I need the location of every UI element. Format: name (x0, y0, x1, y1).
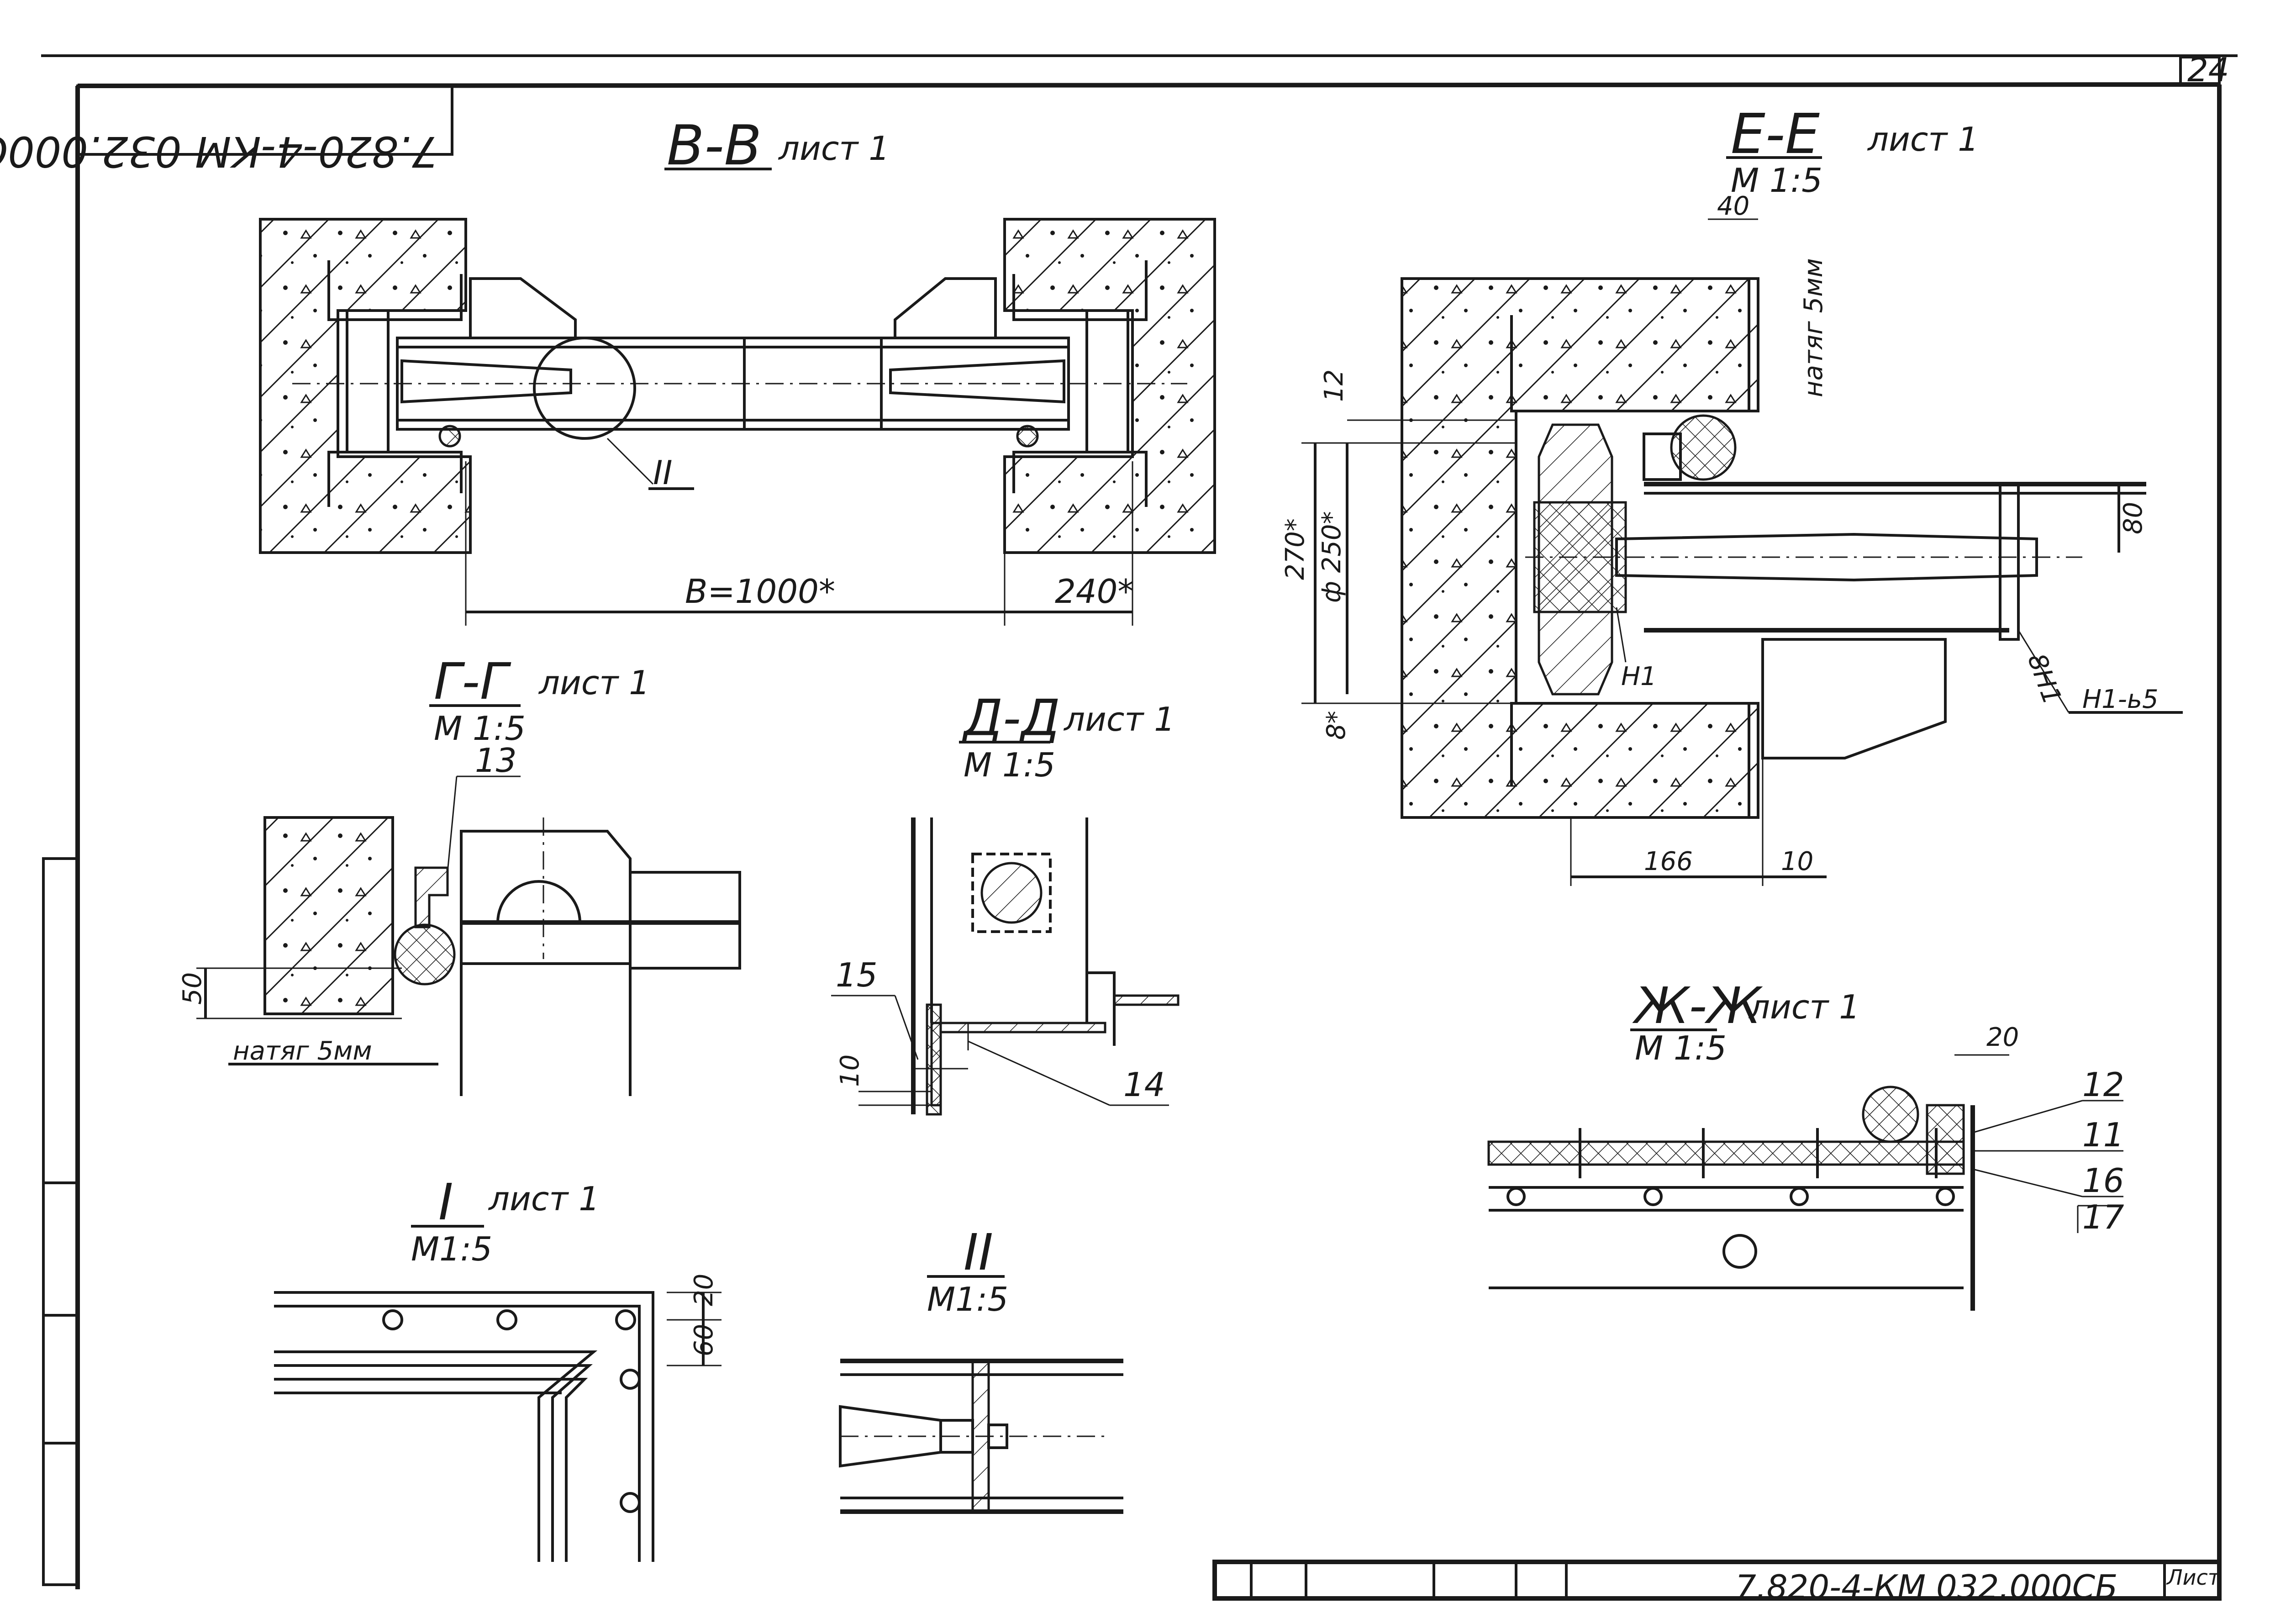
ee-note: натяг 5мм (1799, 258, 1828, 397)
view-dd: Д-Д лист 1 М 1:5 15 14 10 (831, 689, 1180, 1116)
bb-dim-width: В=1000* (685, 572, 835, 611)
view-dd-title: Д-Д (961, 689, 1060, 747)
view-bb-title: В-В (667, 114, 762, 178)
view-ii-scale: М1:5 (927, 1280, 1008, 1318)
bottom-sheet-label: Лист (2166, 1565, 2221, 1590)
dd-item-15: 15 (836, 956, 878, 994)
zhzh-item-12: 12 (2082, 1065, 2124, 1104)
ee-dim-250: ф 250* (1317, 511, 1347, 603)
view-zhzh-ref: лист 1 (1748, 988, 1860, 1026)
view-gg-ref: лист 1 (538, 664, 650, 702)
bb-dim-side: 240* (1055, 572, 1134, 611)
view-ee-scale: М 1:5 (1731, 161, 1822, 200)
callout-ii: II (653, 453, 672, 492)
view-ee-ref: лист 1 (1867, 120, 1979, 158)
page-number: 24 (2187, 51, 2229, 89)
ee-weld-3: Н1-ь5 (2082, 685, 2159, 714)
ee-dim-10: 10 (1781, 847, 1813, 876)
dd-dim-10: 10 (835, 1055, 865, 1087)
view-gg: Г-Г лист 1 М 1:5 13 50 натяг 5мм (178, 652, 741, 1096)
ee-dim-270: 270* (1280, 518, 1310, 580)
bottom-code: 7.820-4-КМ 032.000СБ (1735, 1568, 2117, 1606)
view-zhzh-title: Ж-Ж (1632, 976, 1763, 1035)
zhzh-item-17: 17 (2082, 1198, 2124, 1236)
view-bb-ref: лист 1 (778, 129, 890, 168)
view-i: I лист 1 М1:5 20 60 (274, 1173, 722, 1562)
view-zhzh: Ж-Ж лист 1 М 1:5 20 12 11 16 17 (1487, 976, 2124, 1311)
title-block (1212, 1560, 2222, 1601)
view-dd-ref: лист 1 (1063, 700, 1175, 738)
view-ii: II М1:5 (839, 1223, 1123, 1514)
view-ee-title: Е-Е (1731, 103, 1820, 166)
gg-dim-50: 50 (178, 972, 207, 1005)
ee-weld-1: Н1 (1621, 662, 1657, 691)
ee-dim-12: 12 (1319, 369, 1349, 402)
i-dim-60: 60 (689, 1324, 719, 1356)
view-zhzh-scale: М 1:5 (1635, 1029, 1727, 1067)
stamp-code: 7.820-4-КМ 032.000СБ (0, 127, 438, 176)
view-gg-scale: М 1:5 (434, 709, 526, 748)
zhzh-item-16: 16 (2082, 1161, 2124, 1200)
zhzh-item-11: 11 (2082, 1116, 2124, 1154)
ee-dim-40: 40 (1717, 191, 1749, 221)
zhzh-dim-20: 20 (1986, 1023, 2019, 1052)
view-i-title: I (438, 1173, 453, 1231)
view-ee: Е-Е лист 1 М 1:5 40 натяг 5мм (1280, 103, 2183, 886)
view-i-scale: М1:5 (411, 1230, 492, 1268)
ee-dim-80: 80 (2118, 502, 2148, 534)
view-gg-title: Г-Г (434, 652, 511, 711)
ee-dim-8: 8* (1322, 711, 1351, 740)
gg-note: натяг 5мм (233, 1036, 372, 1066)
gg-item-13: 13 (475, 741, 517, 780)
i-dim-20: 20 (689, 1274, 719, 1306)
ee-dim-166: 166 (1644, 847, 1693, 876)
view-i-ref: лист 1 (488, 1180, 600, 1218)
view-bb: В-В лист 1 II (259, 114, 1216, 626)
stamp-box: 7.820-4-КМ 032.000СБ (0, 84, 453, 176)
dd-item-14: 14 (1123, 1065, 1165, 1104)
view-ii-title: II (964, 1223, 993, 1281)
view-dd-scale: М 1:5 (964, 746, 1055, 784)
